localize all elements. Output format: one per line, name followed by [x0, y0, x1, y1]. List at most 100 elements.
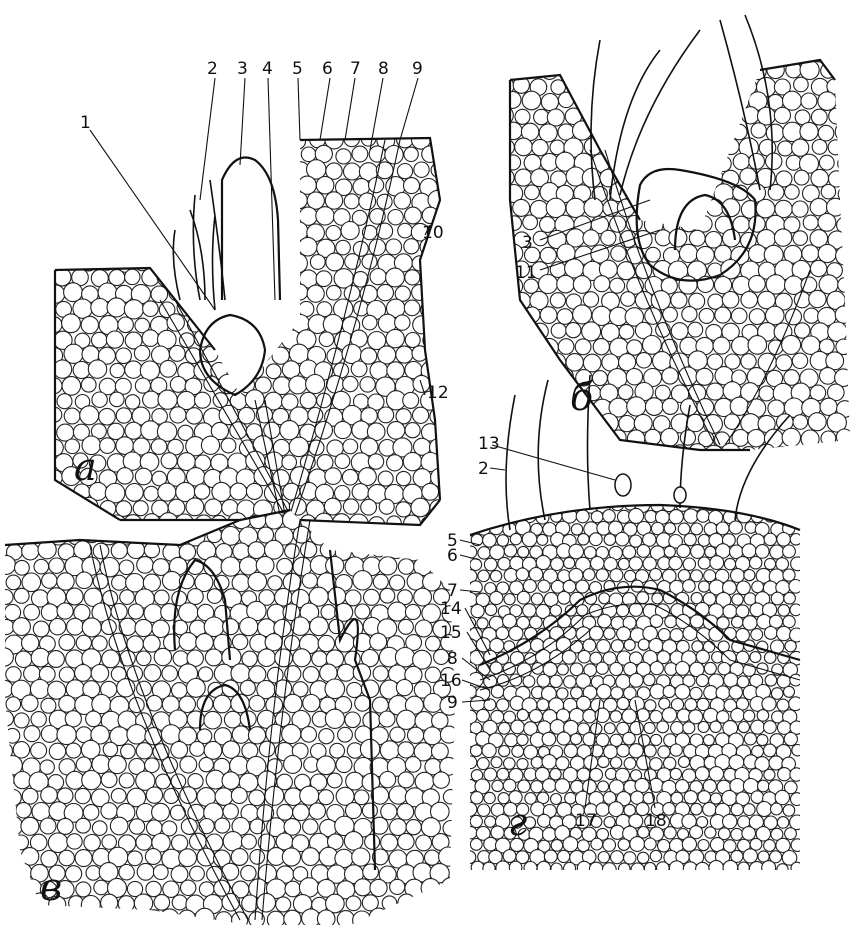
- cell: [784, 733, 797, 746]
- cell: [792, 201, 808, 217]
- cell: [57, 818, 73, 834]
- cell: [362, 254, 377, 269]
- cell: [181, 880, 196, 895]
- cell: [64, 408, 80, 424]
- cell: [246, 483, 262, 499]
- cell: [92, 332, 108, 348]
- cell: [603, 510, 616, 523]
- cell: [370, 633, 387, 650]
- cell: [0, 864, 14, 880]
- cell: [835, 306, 852, 323]
- cell: [160, 360, 177, 377]
- cell: [795, 323, 810, 338]
- cell: [223, 832, 242, 851]
- cell: [102, 835, 117, 850]
- cell: [679, 244, 697, 262]
- cell: [259, 741, 275, 757]
- cell: [248, 572, 267, 591]
- cell: [83, 194, 99, 210]
- cell: [240, 618, 258, 636]
- cell: [566, 323, 581, 338]
- cell: [249, 147, 264, 162]
- cell: [215, 788, 233, 806]
- cell: [721, 109, 739, 127]
- cell: [137, 681, 152, 696]
- cell: [596, 569, 608, 581]
- cell: [230, 333, 245, 348]
- cell: [463, 851, 476, 864]
- cell: [24, 726, 40, 742]
- cell: [751, 629, 763, 641]
- cell: [159, 207, 175, 223]
- cell: [558, 339, 574, 355]
- cell: [140, 361, 159, 380]
- cell: [511, 720, 525, 734]
- cell: [704, 46, 722, 64]
- cell: [83, 805, 99, 821]
- cell: [836, 246, 852, 265]
- cell: [531, 802, 545, 816]
- cell: [107, 298, 126, 317]
- cell: [119, 618, 136, 635]
- label-1: 1: [80, 113, 91, 133]
- cell: [707, 383, 724, 400]
- cell: [582, 322, 601, 341]
- cell: [213, 695, 231, 713]
- cell: [546, 198, 565, 217]
- cell: [46, 222, 63, 239]
- cell: [258, 649, 276, 667]
- cell: [598, 756, 609, 767]
- cell: [529, 710, 542, 723]
- cell: [145, 758, 160, 773]
- cell: [14, 772, 31, 789]
- cell: [111, 543, 127, 559]
- cell: [710, 556, 724, 570]
- cell: [513, 414, 530, 431]
- cell: [716, 93, 731, 108]
- cell: [169, 346, 185, 362]
- cell: [317, 756, 336, 775]
- cell: [346, 528, 361, 543]
- cell: [628, 93, 645, 110]
- cell: [785, 828, 797, 840]
- cell: [125, 422, 142, 439]
- cell: [769, 756, 783, 770]
- cell: [152, 132, 167, 147]
- cell: [55, 510, 74, 529]
- cell: [250, 850, 265, 865]
- cell: [537, 674, 550, 687]
- cell: [576, 510, 589, 523]
- cell: [513, 199, 530, 216]
- cell: [756, 199, 775, 218]
- cell: [39, 911, 58, 925]
- cell: [542, 732, 556, 746]
- cell: [470, 745, 482, 757]
- cell: [119, 560, 134, 575]
- cell: [84, 835, 100, 851]
- cell: [336, 240, 351, 255]
- label-g-14: 14: [440, 599, 462, 619]
- cell: [683, 580, 696, 593]
- cell: [310, 526, 330, 546]
- cell: [389, 786, 407, 804]
- cell: [94, 880, 109, 895]
- cell: [706, 76, 725, 95]
- cell: [691, 545, 705, 559]
- cell: [134, 894, 152, 912]
- cell: [619, 863, 631, 875]
- cell: [499, 139, 515, 155]
- cell: [316, 176, 334, 194]
- cell: [784, 370, 800, 386]
- cell: [429, 348, 444, 363]
- cell: [292, 284, 308, 300]
- cell: [770, 500, 781, 511]
- cell: [818, 125, 834, 141]
- panel-letter-b: б: [570, 375, 594, 419]
- label-g-6: 6: [447, 546, 458, 566]
- cell: [100, 163, 116, 179]
- cell: [158, 390, 177, 409]
- cell: [241, 834, 256, 849]
- label-g-17: 17: [575, 811, 597, 831]
- cell: [540, 369, 557, 386]
- cell: [74, 211, 89, 226]
